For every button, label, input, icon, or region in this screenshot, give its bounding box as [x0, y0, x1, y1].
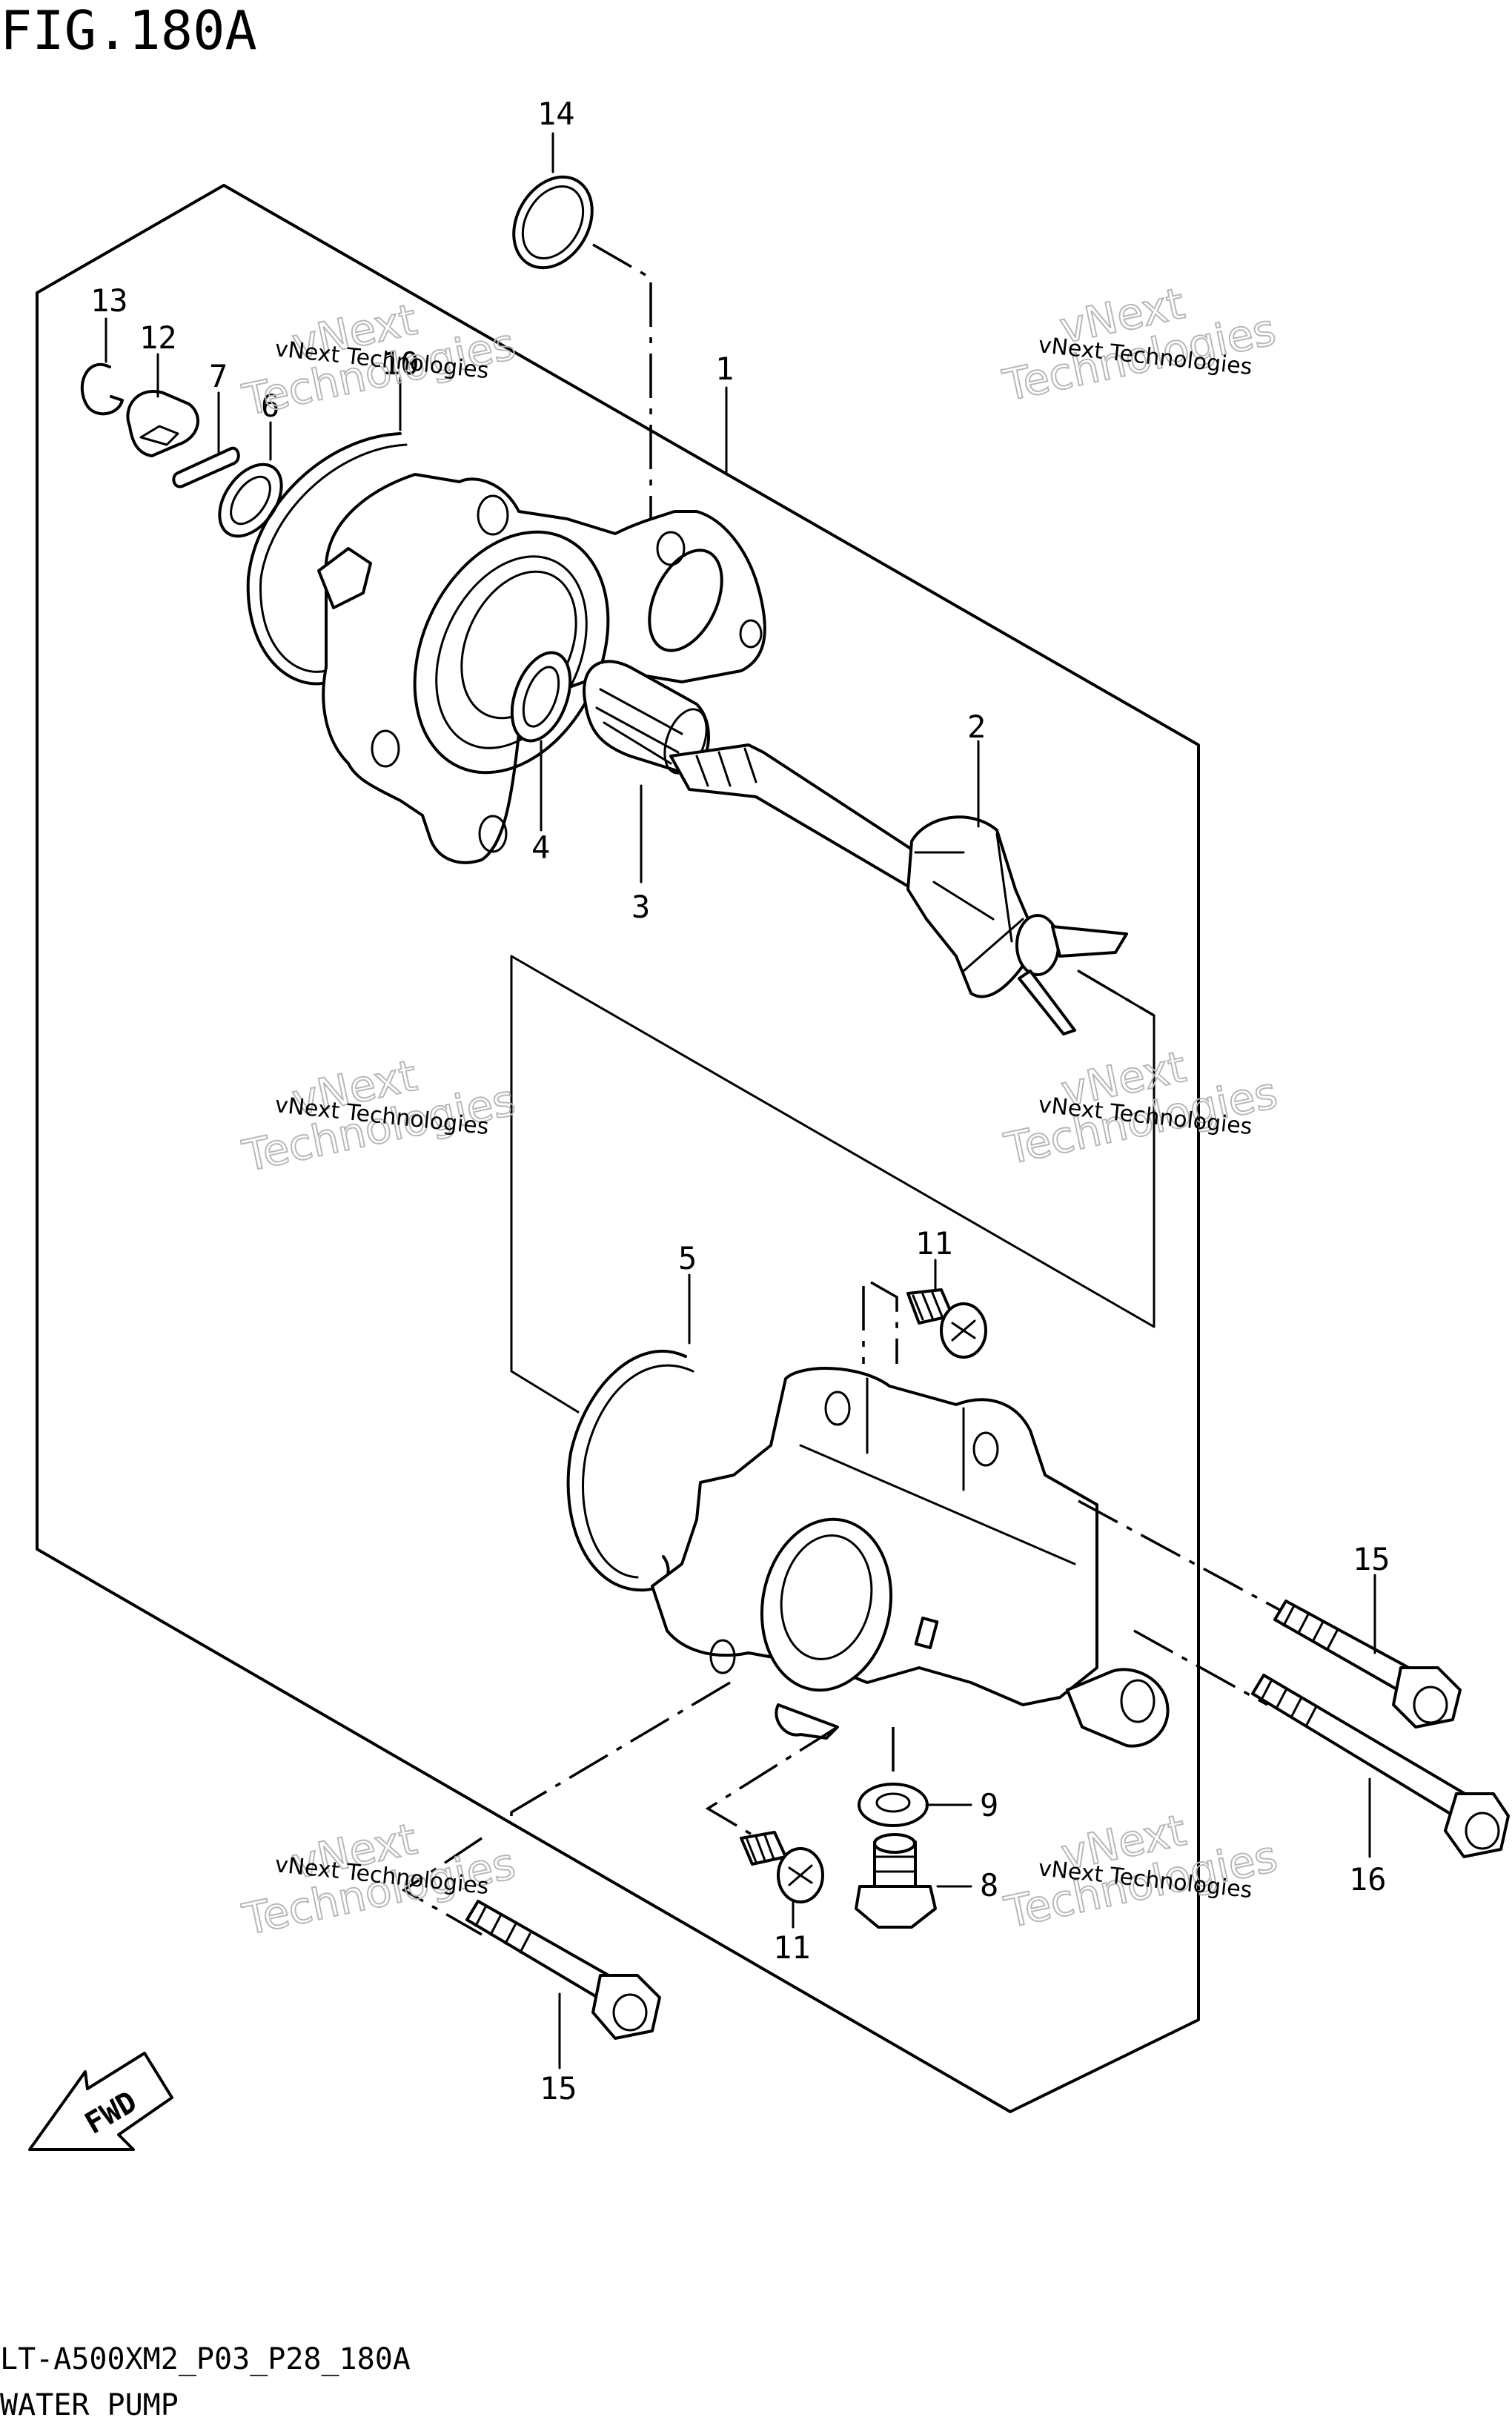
gear-12-hub	[139, 425, 179, 446]
screw-11b	[740, 1831, 824, 1903]
callout-9: 9	[980, 1787, 998, 1823]
dash-axis-15	[1078, 1499, 1305, 1625]
dash-axis-upper	[1078, 970, 1155, 1017]
o-ring-5	[566, 1350, 687, 1592]
e-clip-13	[80, 362, 124, 416]
washer-9-inner	[875, 1792, 911, 1813]
callout-3: 3	[631, 889, 650, 925]
callout-14: 14	[537, 96, 575, 132]
callout-8: 8	[980, 1867, 998, 1903]
callout-11-bottom: 11	[773, 1929, 811, 1966]
dash-axis-16	[1133, 1629, 1268, 1706]
mechanical-seal-3	[583, 660, 710, 776]
fwd-arrow-icon: FWD	[28, 2052, 173, 2151]
callout-12: 12	[139, 319, 177, 356]
o-ring-14	[512, 175, 594, 270]
dash-axis-lower-left	[510, 1681, 731, 1816]
assembly-frame	[36, 184, 1200, 2113]
callout-4: 4	[531, 829, 550, 866]
pump-cover	[651, 1367, 1170, 1748]
o-ring-5-inner	[582, 1364, 694, 1579]
o-ring-10-inner	[259, 443, 408, 673]
callout-15-right: 15	[1353, 1541, 1390, 1577]
pin-7	[172, 446, 240, 488]
callout-1: 1	[715, 351, 734, 387]
dash-axis-11a	[862, 1281, 898, 1364]
callout-6: 6	[261, 388, 279, 424]
oil-seal-4	[510, 651, 572, 743]
watermark-2: vNext Technologies	[998, 277, 1281, 411]
washer-6-inner	[230, 475, 271, 526]
bolt-15b	[465, 1900, 661, 2040]
oil-seal-4-inner	[522, 666, 560, 728]
callout-11-top: 11	[915, 1225, 953, 1262]
gear-12	[126, 390, 199, 457]
callout-16: 16	[1349, 1861, 1387, 1898]
dash-leader-14	[592, 243, 652, 530]
bolt-16	[1251, 1674, 1510, 1858]
subassembly-frame	[510, 955, 1155, 1413]
washer-9	[858, 1783, 929, 1827]
callout-2: 2	[967, 709, 986, 745]
figure-name: WATER PUMP	[0, 2388, 179, 2422]
bolt-15a	[1273, 1600, 1462, 1729]
callout-5: 5	[678, 1240, 697, 1276]
figure-title: FIG.180A	[0, 0, 257, 62]
screw-11a	[906, 1288, 987, 1359]
o-ring-14-inner	[521, 185, 585, 259]
impeller-2	[669, 743, 1128, 1035]
callout-15-bottom: 15	[540, 2070, 577, 2107]
dash-axis-15b	[401, 1837, 483, 1936]
drain-bolt-8	[855, 1833, 937, 1929]
figure-code: LT-A500XM2_P03_P28_180A	[0, 2342, 411, 2376]
callout-7: 7	[209, 358, 228, 394]
callout-10: 10	[382, 345, 420, 382]
watermark-4: vNext Technologies	[999, 1041, 1282, 1175]
watermark-6: vNext Technologies	[999, 1804, 1282, 1938]
callout-13: 13	[90, 282, 128, 319]
